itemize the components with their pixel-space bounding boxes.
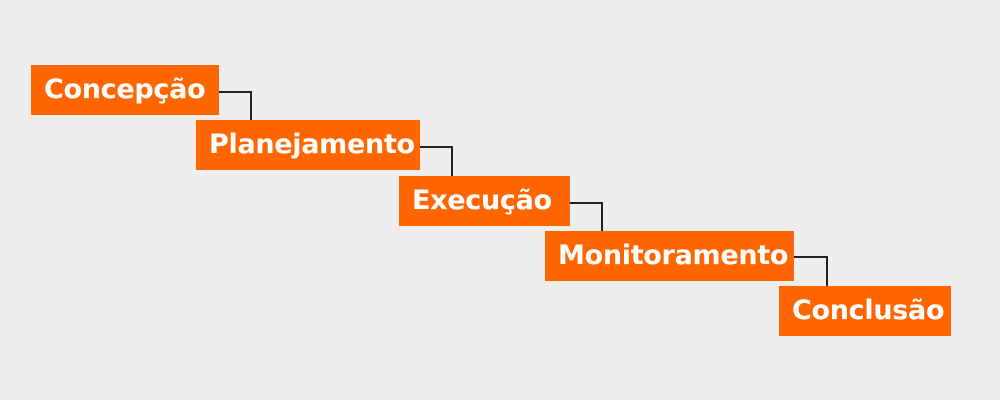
stage-label: Concepção: [44, 74, 206, 105]
stage-label: Execução: [412, 185, 552, 216]
stage-conclusao: Conclusão: [779, 286, 951, 336]
stage-planejamento: Planejamento: [196, 120, 420, 170]
stage-concepcao: Concepção: [31, 65, 219, 115]
connector-planejamento-execucao: [420, 146, 453, 176]
stage-label: Monitoramento: [558, 240, 789, 271]
connector-monitoramento-conclusao: [794, 256, 828, 286]
connector-execucao-monitoramento: [570, 202, 603, 231]
stage-label: Conclusão: [792, 295, 945, 326]
stage-label: Planejamento: [209, 129, 415, 160]
stage-monitoramento: Monitoramento: [545, 231, 794, 281]
connector-concepcao-planejamento: [219, 91, 252, 120]
stage-execucao: Execução: [399, 176, 570, 226]
